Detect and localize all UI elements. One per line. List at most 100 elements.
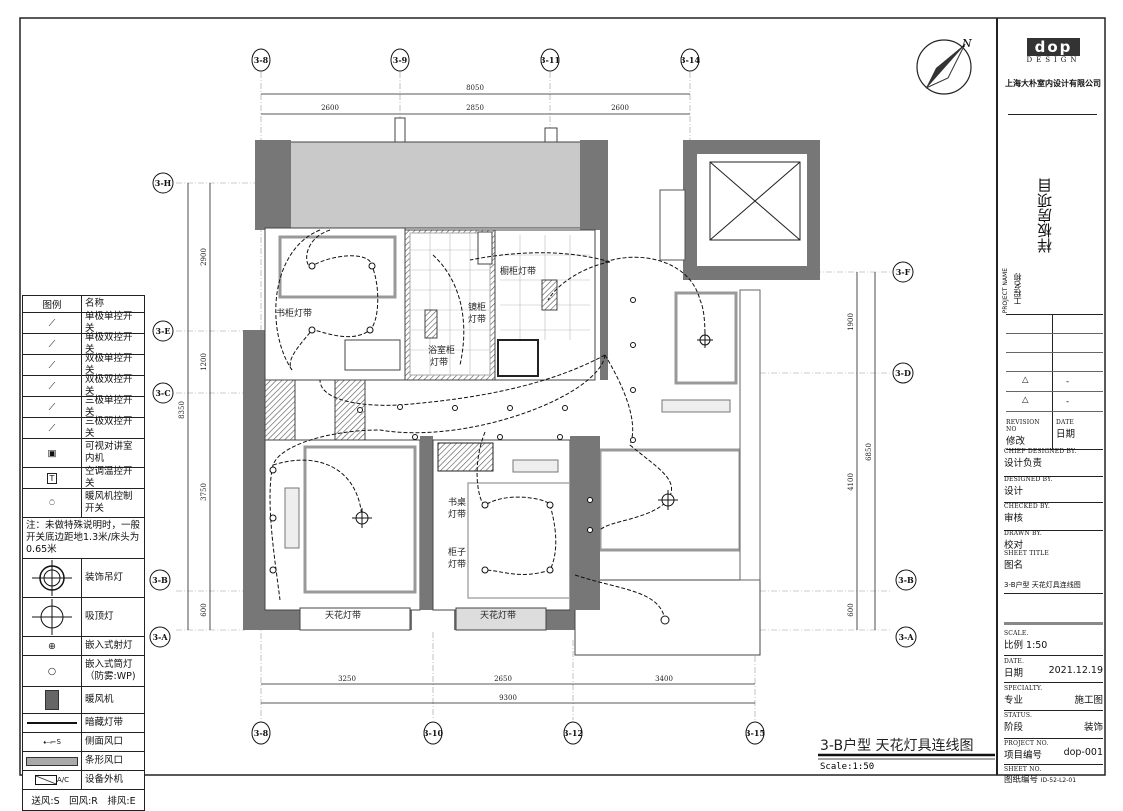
wall	[580, 140, 608, 230]
heater-icon	[23, 687, 82, 713]
side-vent-icon: ⇠⌐S	[23, 733, 82, 751]
svg-text:3-A: 3-A	[152, 632, 168, 642]
switch-icon: ⟋	[23, 418, 82, 438]
legend-item: 三极双控开关	[85, 416, 133, 439]
legend-item: 侧面风口	[85, 736, 124, 747]
label-ceiling-strip-2: 天花灯带	[480, 609, 516, 621]
switch-icon: ⟋	[23, 397, 82, 417]
legend-header-name: 名称	[85, 298, 105, 309]
grid-bubble: 3-14	[680, 48, 700, 72]
company-logo: dop DESIGN	[1026, 38, 1081, 64]
grid-bubble: 3-B	[149, 569, 171, 591]
label-ceiling-strip-1: 天花灯带	[325, 609, 361, 621]
legend-item: 吸顶灯	[85, 611, 114, 622]
svg-text:3-B: 3-B	[152, 575, 168, 585]
svg-text:3-A: 3-A	[898, 632, 914, 642]
svg-text:3-D: 3-D	[895, 368, 911, 378]
ceiling-block	[261, 141, 596, 229]
date-value: 2021.12.19	[1048, 665, 1103, 676]
dimension-lines	[187, 93, 876, 704]
legend-item: 暗藏灯带	[85, 717, 124, 728]
grid-bubble: 3-8	[251, 721, 271, 745]
spotlight-icon: ⊕	[23, 637, 82, 655]
dim-right-1: 1900	[847, 313, 855, 331]
legend-note: 注：未做特殊说明时，一般开关底边距地1.3米/床头为0.65米	[23, 518, 144, 559]
spotlight-icon	[660, 615, 670, 625]
light-strip-icon	[23, 714, 82, 732]
grid-bubble: 3-8	[251, 48, 271, 72]
dim-top-total: 8050	[466, 84, 484, 92]
label-closet-2: 灯带	[448, 559, 466, 570]
downlight-icon: ○	[23, 656, 82, 686]
downlight-icon	[481, 566, 489, 574]
plan-structure	[243, 117, 820, 656]
legend-item: 双极双控开关	[85, 374, 133, 397]
svg-text:3-8: 3-8	[254, 728, 269, 738]
svg-text:3-C: 3-C	[155, 388, 170, 398]
switch-icon: ⟋	[23, 334, 82, 354]
dim-right-3: 600	[847, 603, 855, 616]
downlight-icon	[308, 262, 316, 270]
grid-bubble: 3-F	[892, 261, 914, 283]
grid-bubble: 3-9	[390, 48, 410, 72]
revision-triangle-icon: △	[1022, 395, 1029, 405]
downlight-icon	[366, 326, 374, 334]
dim-top-3: 2600	[611, 104, 629, 112]
grid-bubble: 3-D	[892, 362, 914, 384]
wiring-lines	[269, 229, 706, 621]
revision-triangle-icon: △	[1022, 375, 1029, 385]
legend-item: 条形风口	[85, 755, 124, 766]
dim-left-1: 2900	[200, 248, 208, 266]
legend-item: 可视对讲室内机	[85, 441, 133, 464]
dim-left-3: 3750	[200, 483, 208, 501]
downlight-icon	[481, 501, 489, 509]
grid-bubble: 3-10	[423, 721, 443, 745]
grid-bubble: 3-H	[152, 172, 174, 194]
linear-vent-icon	[23, 752, 82, 770]
grid-bubble: 3-C	[152, 382, 174, 404]
legend-item: 暖风机控制开关	[85, 491, 133, 514]
label-desk-2: 灯带	[448, 509, 466, 520]
title-block: dop DESIGN 上海大朴室内设计有限公司 样板房项目 PROJECT NA…	[996, 18, 1107, 785]
dim-bottom-3: 3400	[655, 675, 673, 683]
company-name: 上海大朴室内设计有限公司	[1005, 79, 1101, 88]
legend-table: 图例名称 ⟋单极单控开关 ⟋单极双控开关 ⟋双极单控开关 ⟋双极双控开关 ⟋三极…	[22, 295, 145, 811]
sheet-title: 3-B户型 天花灯具连线图	[1004, 581, 1081, 589]
dim-right-total: 6850	[865, 443, 873, 461]
svg-text:3-14: 3-14	[680, 55, 700, 65]
svg-text:3-10: 3-10	[423, 728, 443, 738]
pendant-light-icon	[23, 559, 82, 597]
svg-text:N: N	[961, 37, 972, 50]
label-bath-cabinet-2: 灯带	[430, 357, 448, 368]
drawing-scale: Scale:1:50	[820, 762, 874, 772]
grid-bubble: 3-12	[563, 721, 583, 745]
downlight-icon	[546, 501, 554, 509]
dim-bottom-total: 9300	[499, 694, 517, 702]
wall	[243, 330, 265, 630]
revision-value: -	[1066, 397, 1070, 407]
legend-item: 嵌入式射灯	[85, 640, 133, 651]
svg-text:3-11: 3-11	[540, 55, 560, 65]
legend-item: 三极单控开关	[85, 395, 133, 418]
switch-icon: ⟋	[23, 355, 82, 375]
svg-text:3-12: 3-12	[563, 728, 583, 738]
legend-item: 单极单控开关	[85, 311, 133, 334]
svg-text:3-15: 3-15	[745, 728, 765, 738]
grid-bubble: 3-A	[895, 626, 917, 648]
revision-value: -	[1066, 377, 1070, 387]
spotlight-icon	[269, 514, 277, 522]
svg-text:3-8: 3-8	[254, 55, 269, 65]
project-title: 样板房项目	[1036, 178, 1054, 253]
label-kitchen-cabinet: 橱柜灯带	[500, 265, 536, 277]
label-mirror-cabinet-1: 镜柜	[468, 301, 486, 313]
project-name-cn: 工程名称	[1013, 273, 1022, 305]
ceiling-light-icon	[23, 598, 82, 636]
dim-top-1: 2600	[321, 104, 339, 112]
drawing-title: 3-B户型 天花灯具连线图	[820, 737, 974, 754]
label-closet-1: 柜子	[448, 546, 466, 558]
legend-item: 暖风机	[85, 694, 114, 705]
grid-bubble: 3-B	[895, 569, 917, 591]
dim-bottom-1: 3250	[338, 675, 356, 683]
downlight-icon	[368, 262, 376, 270]
